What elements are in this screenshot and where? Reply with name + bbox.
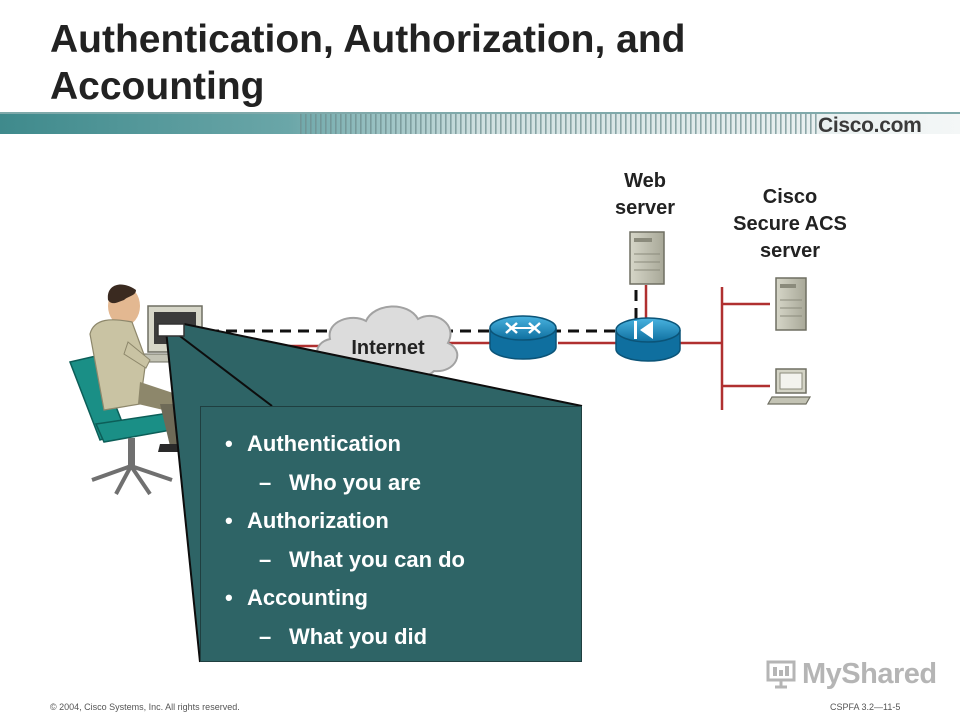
web-server-label: Web server (614, 170, 676, 219)
watermark-text: MyShared (802, 657, 937, 690)
header-band (0, 112, 960, 134)
list-item-authorization: • Authorization (225, 502, 581, 541)
acs-server-label: Cisco Secure ACS server (733, 186, 847, 262)
list-subitem-who: –Who you are (225, 464, 581, 503)
list-subitem-text: What you can do (289, 546, 465, 572)
list-item-text: Authentication (247, 431, 401, 456)
bullet-marker: • (225, 585, 233, 610)
acs-server-icon (775, 277, 807, 331)
web-server-icon (629, 231, 665, 285)
list-item-text: Accounting (247, 585, 368, 610)
footer-copyright: © 2004, Cisco Systems, Inc. All rights r… (50, 702, 240, 712)
list-subitem-what-did: –What you did (225, 618, 581, 657)
firewall-router-icon (615, 317, 681, 362)
list-subitem-what-can: –What you can do (225, 541, 581, 580)
list-item-authentication: • Authentication (225, 425, 581, 464)
list-item-text: Authorization (247, 508, 389, 533)
list-subitem-text: What you did (289, 623, 428, 649)
bullet-marker: • (225, 508, 233, 533)
aaa-list: •Authentication –Who you are •Authorizat… (201, 407, 581, 656)
dash-marker: – (259, 623, 272, 649)
list-subitem-text: Who you are (289, 469, 422, 495)
myshared-watermark: MyShared (766, 656, 937, 692)
dash-marker: – (259, 546, 272, 572)
aaa-callout-box: •Authentication –Who you are •Authorizat… (200, 406, 582, 662)
footer-slide-code: CSPFA 3.2—11-5 (830, 702, 901, 712)
slide-title: Authentication, Authorization, and Accou… (50, 18, 686, 108)
list-item-accounting: • Accounting (225, 579, 581, 618)
router-icon (489, 315, 557, 360)
internet-label: Internet (351, 337, 425, 359)
bullet-marker: • (225, 431, 233, 456)
workstation-icon (766, 368, 812, 405)
cisco-logo: Cisco.com (818, 114, 922, 137)
dash-marker: – (259, 469, 272, 495)
presentation-board-icon (766, 660, 796, 689)
